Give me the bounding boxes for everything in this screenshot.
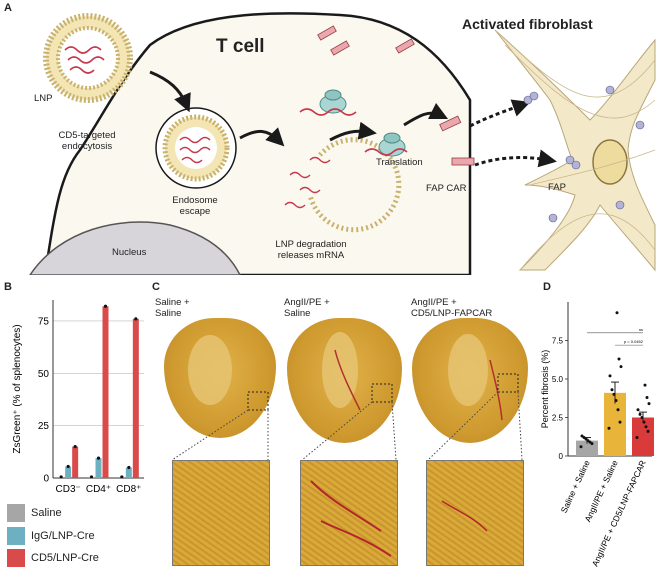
ytick-b-0: 0 <box>43 474 49 485</box>
legend-swatch-cd5 <box>7 549 25 567</box>
activated-fibroblast-label: Activated fibroblast <box>462 16 593 32</box>
bar-d-1 <box>604 392 626 456</box>
legend-swatch-saline <box>7 504 25 522</box>
ytick-d-0: 0 <box>559 452 564 461</box>
point-d-2-6 <box>636 408 640 412</box>
lnp-particle <box>43 13 133 103</box>
point-d-2-2 <box>644 425 648 429</box>
legend-cd5: CD5/LNP-Cre <box>7 548 99 568</box>
point-d-1-8 <box>617 357 621 361</box>
point-d-1-0 <box>607 426 611 430</box>
point-b-2-1 <box>127 465 131 470</box>
fap-label: FAP <box>548 182 566 193</box>
legend-swatch-igg <box>7 527 25 545</box>
point-d-2-5 <box>638 412 642 416</box>
col3-title: AngII/PE +CD5/LNP-FAPCAR <box>411 297 493 319</box>
fibroblast-shape <box>494 29 656 272</box>
fap-car-label: FAP CAR <box>426 183 467 194</box>
point-d-1-1 <box>618 420 622 424</box>
zoom-inset-3 <box>426 460 524 566</box>
process-arrows <box>149 70 557 168</box>
point-b-2-2 <box>134 317 138 321</box>
t-cell-membrane <box>43 12 472 275</box>
sig-label-p: p = 0.0452 <box>624 339 644 344</box>
point-d-1-4 <box>612 392 616 396</box>
point-d-1-7 <box>619 365 623 369</box>
point-d-1-6 <box>608 374 612 378</box>
point-d-2-3 <box>642 420 646 424</box>
ytick-b-3: 75 <box>38 316 50 327</box>
point-b-0-2 <box>73 444 77 449</box>
ylabel-b: ZsGreen⁺ (% of splenocytes) <box>12 324 23 453</box>
panel-a-label: A <box>4 2 12 14</box>
point-d-2-1 <box>646 429 650 433</box>
panel-a-schematic <box>29 12 656 275</box>
point-d-1-3 <box>614 399 618 403</box>
t-cell-label: T cell <box>216 36 265 57</box>
ytick-d-1: 2.5 <box>552 414 564 423</box>
bar-b-0-2 <box>72 446 79 478</box>
point-b-1-0 <box>89 475 94 479</box>
legend-saline: Saline <box>7 503 62 523</box>
point-b-2-0 <box>120 475 124 479</box>
xtick-d-0: Saline + Saline <box>559 458 592 514</box>
panel-b-label: B <box>4 281 12 293</box>
point-d-2-7 <box>647 402 651 406</box>
bar-b-2-2 <box>132 318 139 478</box>
zoom-inset-1 <box>172 460 270 566</box>
panel-c-label: C <box>152 281 160 293</box>
heart-overlays <box>171 332 523 460</box>
point-d-2-9 <box>643 383 647 387</box>
bar-b-2-1 <box>125 467 132 478</box>
degrading-lnp <box>284 137 402 233</box>
xtick-d-2: AngII/PE + CD5/LNP-FAPCAR <box>590 459 648 568</box>
point-d-2-0 <box>635 436 639 440</box>
xtick-b-1: CD4⁺ <box>86 484 111 495</box>
col2-title: AngII/PE +Saline <box>284 297 330 319</box>
panel-d-label: D <box>543 281 551 293</box>
fap-antigens <box>523 85 645 223</box>
sig-label-ns: ns <box>639 327 643 332</box>
xtick-b-0: CD3⁻ <box>56 484 81 495</box>
xtick-b-2: CD8⁺ <box>116 484 141 495</box>
point-d-0-6 <box>580 434 584 438</box>
endosome <box>155 107 237 189</box>
point-d-1-2 <box>616 408 620 412</box>
point-d-2-4 <box>640 416 644 419</box>
fap-car-proteins <box>317 25 475 166</box>
bar-d-2 <box>632 417 654 456</box>
ytick-b-1: 25 <box>38 421 50 432</box>
ylabel-d: Percent fibrosis (%) <box>540 350 550 429</box>
zoom-inset-2 <box>300 460 398 566</box>
lnp-label: LNP <box>34 93 53 104</box>
bar-b-1-2 <box>102 306 109 478</box>
ytick-b-2: 50 <box>38 369 50 380</box>
bar-b-0-1 <box>65 466 72 478</box>
ribosome-2 <box>364 132 408 157</box>
translation-label: Translation <box>376 157 423 168</box>
legend-igg: IgG/LNP-Cre <box>7 526 95 546</box>
bar-b-1-1 <box>95 458 102 478</box>
ytick-d-3: 7.5 <box>552 337 564 346</box>
point-d-2-8 <box>645 395 649 399</box>
col1-title: Saline +Saline <box>155 297 190 319</box>
point-b-0-0 <box>59 475 63 479</box>
point-b-0-1 <box>66 464 70 469</box>
nucleus-shape <box>29 221 241 275</box>
point-d-1-9 <box>615 311 619 315</box>
fibroblast-nucleus <box>592 139 628 185</box>
ribosome-1 <box>299 89 357 116</box>
ytick-d-2: 5.0 <box>552 375 564 384</box>
point-d-1-5 <box>610 388 614 392</box>
point-d-0-0 <box>579 445 583 449</box>
point-b-1-1 <box>96 456 101 460</box>
nucleus-label: Nucleus <box>112 247 147 258</box>
point-b-1-2 <box>103 304 108 308</box>
